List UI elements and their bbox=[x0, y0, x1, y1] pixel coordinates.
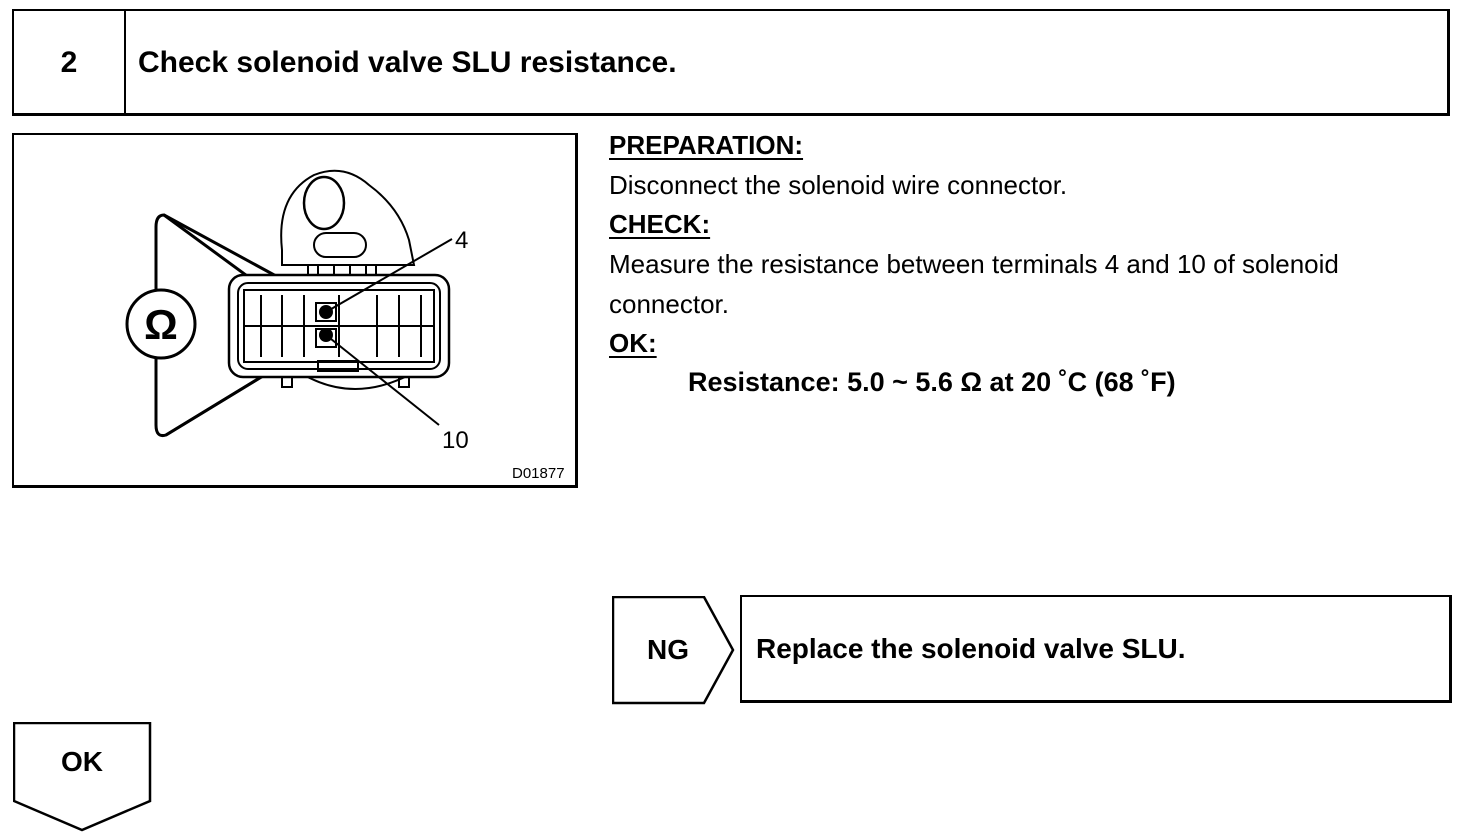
check-text-line1: Measure the resistance between terminals… bbox=[609, 249, 1339, 279]
ok-arrow-shape bbox=[13, 722, 152, 832]
terminal-10-label: 10 bbox=[442, 427, 469, 454]
figure-code: D01877 bbox=[512, 465, 565, 482]
step-number: 2 bbox=[60, 45, 78, 79]
meter-lead-outline bbox=[154, 213, 324, 437]
bracket-outline bbox=[280, 169, 416, 266]
latch bbox=[307, 264, 319, 276]
ohmmeter-icon bbox=[125, 288, 197, 360]
resistance-spec: Resistance: 5.0 ~ 5.6 Ω at 20 ˚C (68 ˚F) bbox=[688, 367, 1176, 397]
check-text-line2: connector. bbox=[609, 289, 729, 319]
terminal-4-label: 4 bbox=[455, 227, 468, 254]
step-title: Check solenoid valve SLU resistance. bbox=[138, 45, 677, 79]
leader-line-10 bbox=[325, 334, 440, 426]
bracket-hole bbox=[302, 175, 346, 231]
step-number-cell bbox=[12, 9, 126, 116]
ng-label: NG bbox=[647, 634, 689, 665]
latch bbox=[333, 264, 351, 276]
connector-drawing: Ω bbox=[125, 169, 565, 482]
connector-diagram: Ω bbox=[12, 133, 578, 488]
leader-line-4 bbox=[325, 238, 453, 313]
preparation-text: Disconnect the solenoid wire connector. bbox=[609, 170, 1068, 200]
step-header-box bbox=[12, 9, 1450, 116]
latch bbox=[281, 376, 293, 388]
bracket-slot bbox=[313, 232, 367, 258]
latch bbox=[398, 376, 410, 388]
latch bbox=[365, 264, 377, 276]
terminal-grid bbox=[244, 295, 434, 357]
connector-base bbox=[303, 374, 410, 390]
connector-housing-inner bbox=[237, 282, 441, 370]
check-heading: CHECK: bbox=[609, 209, 711, 239]
ng-arrow-shape bbox=[612, 596, 735, 705]
ohm-symbol: Ω bbox=[144, 301, 178, 348]
ng-result-text: Replace the solenoid valve SLU. bbox=[756, 632, 1186, 664]
ok-heading: OK: bbox=[609, 328, 657, 358]
ng-result-box: Replace the solenoid valve SLU. bbox=[740, 595, 1452, 703]
preparation-heading: PREPARATION: bbox=[609, 130, 804, 160]
ok-label: OK bbox=[61, 746, 103, 777]
latch bbox=[317, 360, 359, 372]
